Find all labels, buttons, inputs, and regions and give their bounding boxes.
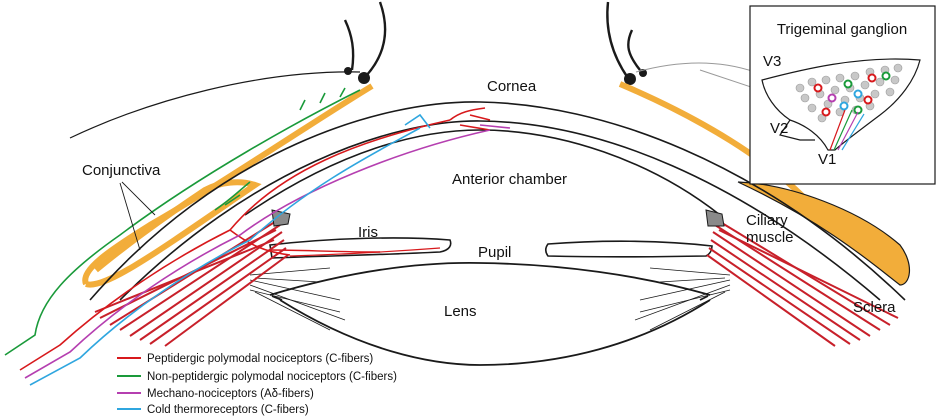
nerve-fiber-green xyxy=(4,87,361,356)
legend-label-0: Peptidergic polymodal nociceptors (C-fib… xyxy=(147,353,373,365)
anterior-chamber-label: Anterior chamber xyxy=(452,171,567,188)
legend: Peptidergic polymodal nociceptors (C-fib… xyxy=(117,353,397,416)
nerve-fiber-blue xyxy=(29,113,431,386)
inset-title: Trigeminal ganglion xyxy=(777,21,907,38)
branch-v3-label: V3 xyxy=(763,53,781,70)
legend-label-2: Mechano-nociceptors (Aδ-fibers) xyxy=(147,388,314,400)
ciliary-label-line2: muscle xyxy=(746,229,794,246)
legend-label-3: Cold thermoreceptors (C-fibers) xyxy=(147,404,309,416)
sclera-label: Sclera xyxy=(853,299,896,316)
v2-branch xyxy=(779,119,815,141)
conjunctiva-label: Conjunctiva xyxy=(82,162,161,179)
legend-label-1: Non-peptidergic polymodal nociceptors (C… xyxy=(147,371,397,383)
cornea-outline xyxy=(89,101,906,301)
zonule-fibers-left xyxy=(249,267,346,331)
right-eyelid xyxy=(606,1,791,101)
trigeminal-ganglion-inset: Trigeminal ganglion V3 V2 xyxy=(749,5,936,185)
lens-label: Lens xyxy=(444,303,477,320)
v1-branch-fibers xyxy=(829,109,865,151)
lens xyxy=(269,261,711,366)
zonule-fibers-right xyxy=(634,267,731,331)
nerve-fiber-red xyxy=(19,107,491,371)
nerve-fiber-magenta xyxy=(24,124,511,379)
iris-right xyxy=(544,240,713,258)
ciliary-muscle-right xyxy=(706,219,899,347)
conjunctiva-pointer xyxy=(119,181,156,251)
left-eyelid xyxy=(69,1,387,139)
sclera-right xyxy=(618,81,910,286)
ganglion-labeled-cells xyxy=(813,71,891,117)
sclera-left xyxy=(82,83,374,288)
anatomy-labels: Cornea Anterior chamber Conjunctiva Iris… xyxy=(82,78,896,320)
cornea-label: Cornea xyxy=(487,78,537,95)
iris-left xyxy=(269,237,452,259)
pupil-label: Pupil xyxy=(478,244,511,261)
ciliary-label-line1: Ciliary xyxy=(746,212,788,229)
branch-v2-label: V2 xyxy=(770,120,788,137)
trabecular-meshwork-right xyxy=(705,209,725,227)
branch-v1-label: V1 xyxy=(818,151,836,168)
iris-label: Iris xyxy=(358,224,378,241)
